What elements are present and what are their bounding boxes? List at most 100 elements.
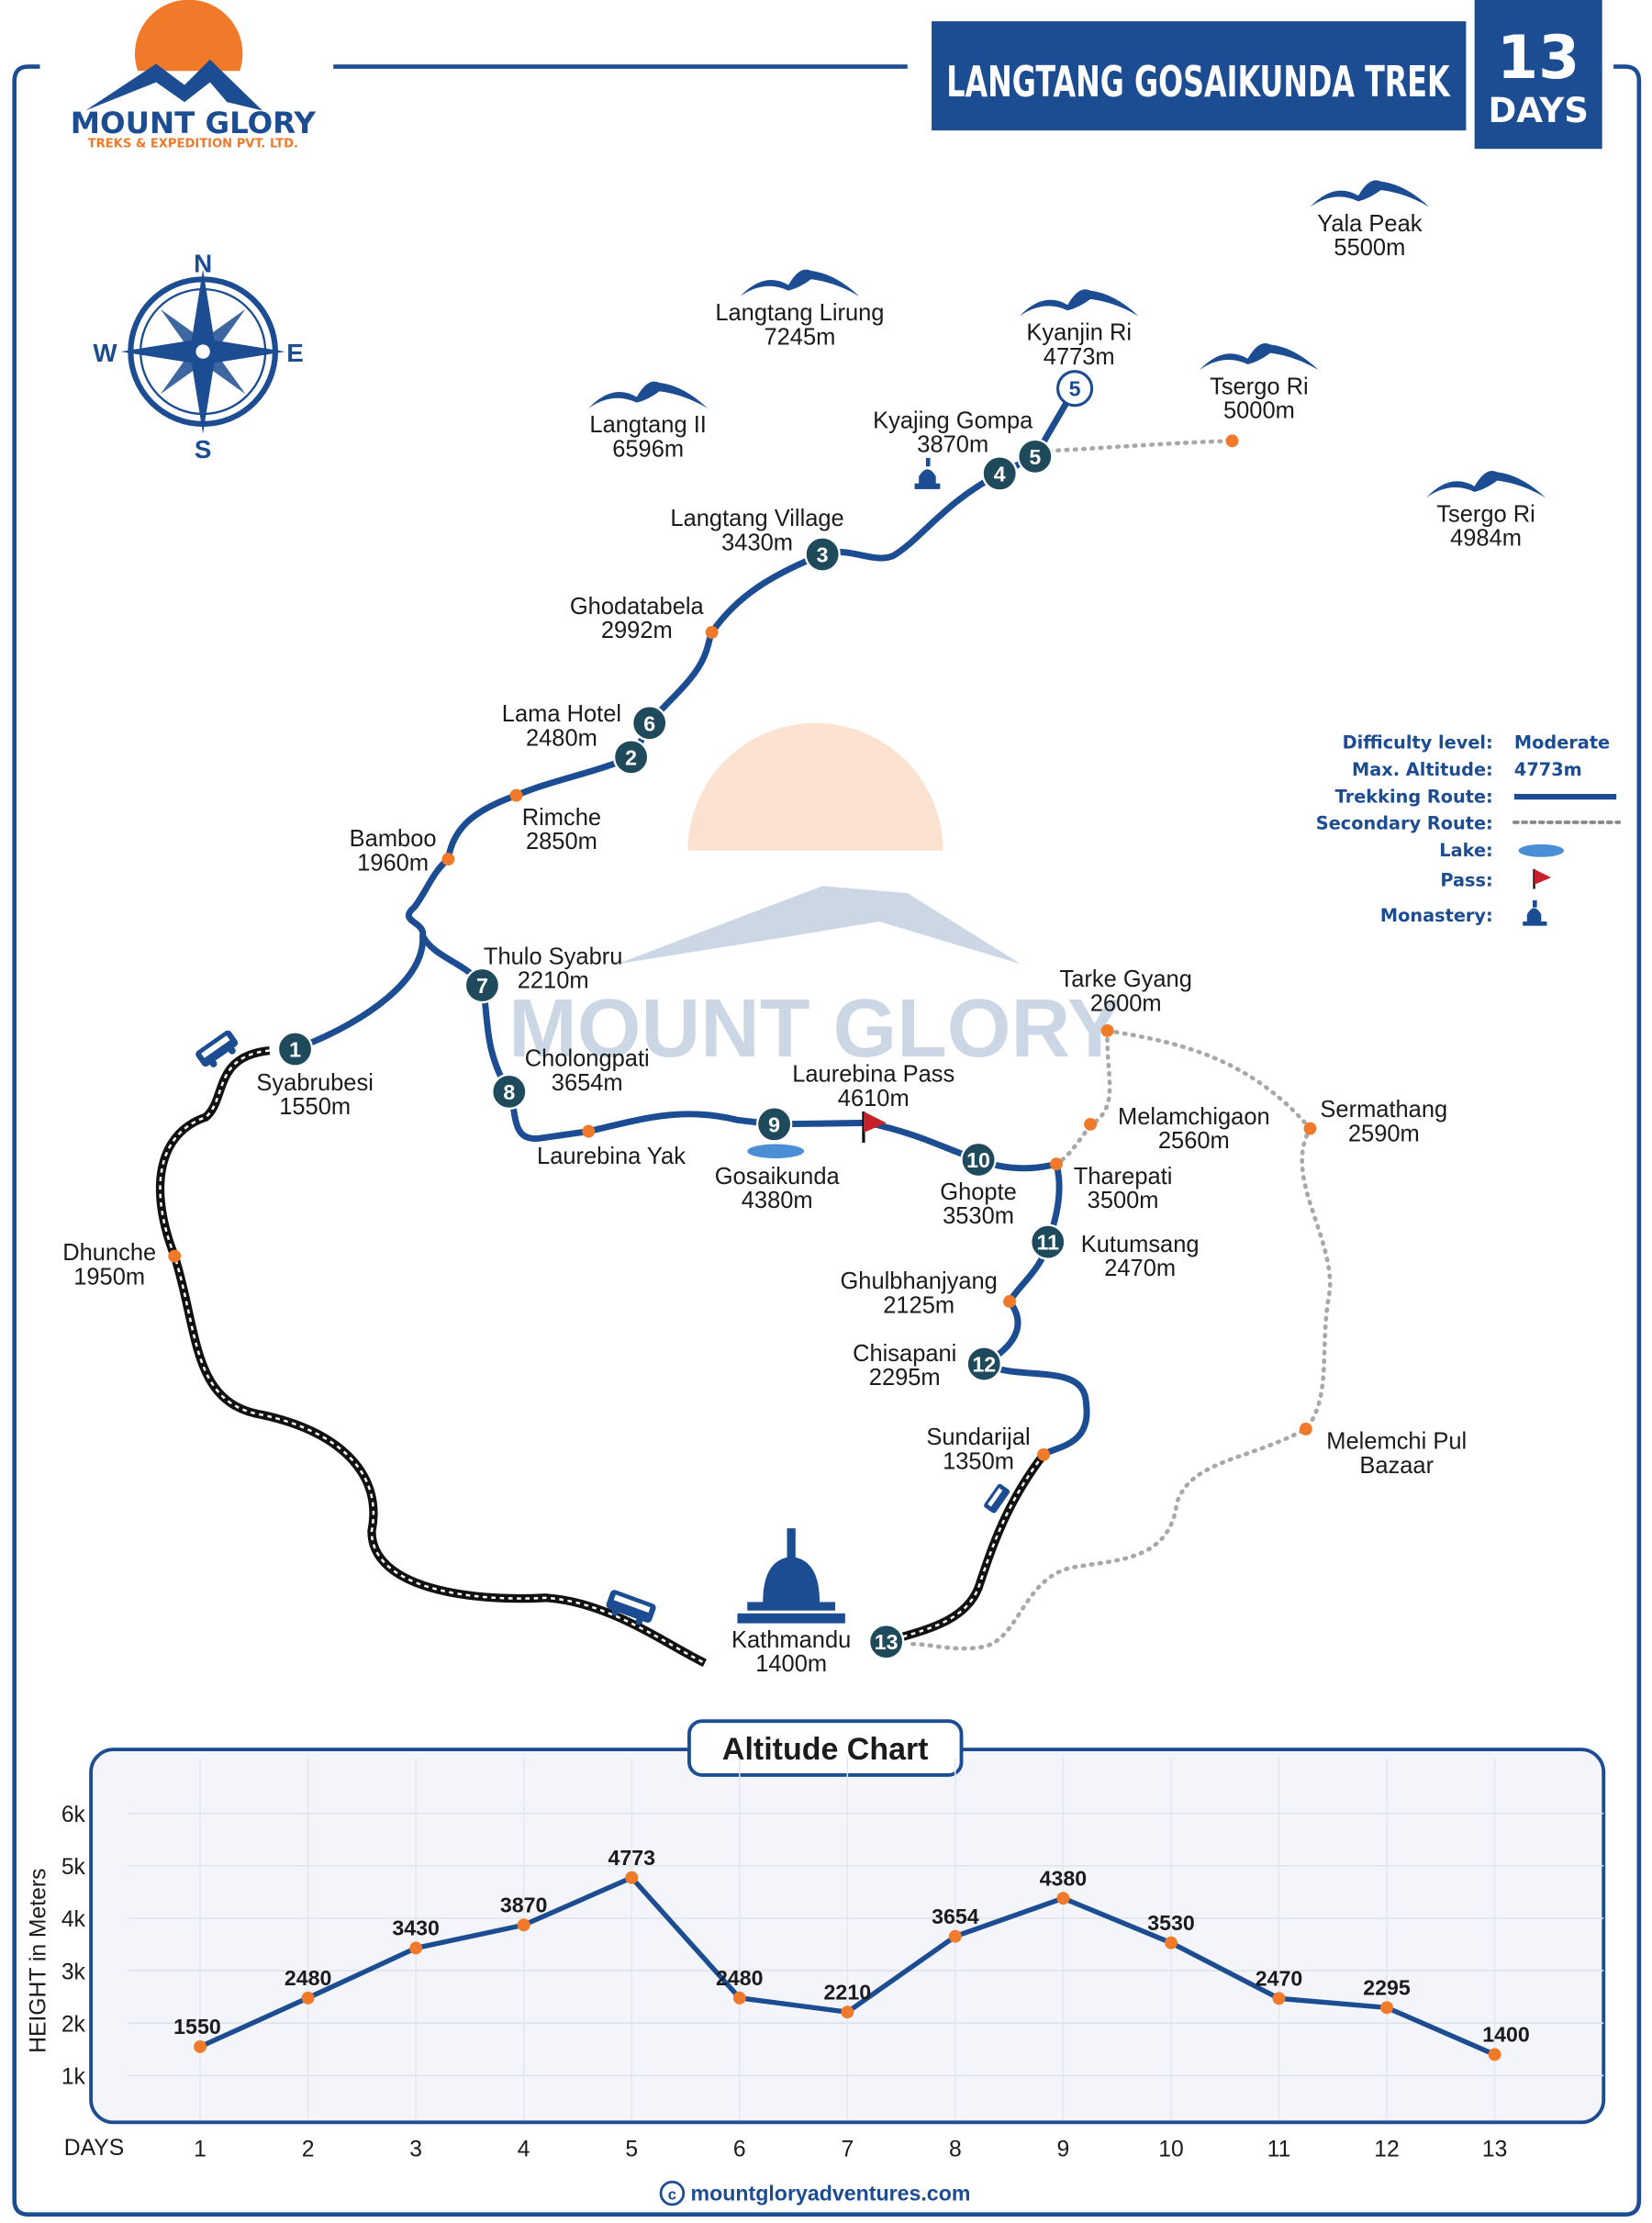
day-marker-number: 6 [643,711,655,735]
x-tick-label: 12 [1374,2137,1399,2162]
day-marker[interactable]: 4 [981,455,1018,492]
place-altitude: Bazaar [1359,1453,1434,1479]
y-tick-label: 1k [61,2065,86,2090]
day-marker-number: 11 [1036,1231,1059,1255]
y-tick-label: 6k [61,1803,86,1827]
mountain-icon [740,269,860,296]
data-point [409,1941,423,1955]
frame-border [12,64,1642,2217]
day-marker-number: 5 [1029,445,1041,469]
day-marker[interactable]: 3 [804,536,841,573]
place-altitude: 3430m [721,530,793,555]
trek-title: LANGTANG GOSAIKUNDA TREK [946,57,1451,106]
place-name: Dhunche [62,1240,156,1266]
brand-tagline: TREKS & EXPEDITION PVT. LTD. [88,138,298,151]
watermark-logo: MOUNT GLORY [508,722,1122,1074]
data-label: 3870 [500,1893,548,1916]
x-tick-label: 1 [194,2137,206,2162]
place-altitude: 2850m [526,829,597,855]
place-name: Bamboo [350,826,437,852]
day-marker[interactable]: 2 [612,739,650,776]
place-altitude: 3530m [943,1203,1014,1229]
x-tick-label: 9 [1057,2137,1070,2162]
mountain-icon [1019,289,1139,317]
place-name: Chisapani [853,1341,956,1367]
data-point [948,1929,962,1943]
place-name: Ghulbhanjyang [841,1268,998,1294]
waypoint-dot [705,625,719,639]
x-tick-label: 3 [409,2137,422,2162]
day-marker[interactable]: 12 [966,1346,1002,1382]
place-name: Ghodatabela [570,594,705,620]
day-marker-number: 2 [625,745,637,769]
data-point [732,1991,746,2005]
day-marker[interactable]: 5 [1017,438,1054,475]
pass-flag-icon [862,1112,887,1143]
waypoint-dot [1003,1295,1016,1308]
day-marker[interactable]: 13 [867,1624,905,1660]
mountain-icon [1310,180,1430,207]
monastery-icon [1523,899,1547,926]
day-marker[interactable]: 11 [1030,1223,1066,1260]
mountain-name: Kyanjin Ri [1026,320,1132,346]
day-marker-number: 8 [503,1080,515,1104]
place-name: Sermathang [1320,1097,1447,1123]
day-marker-number: 3 [817,542,829,566]
place-altitude: 1400m [755,1651,827,1677]
day-marker-number: 9 [768,1112,780,1136]
day-marker[interactable]: 8 [491,1073,528,1111]
day-marker[interactable]: 6 [631,705,668,742]
mountain-name: Tsergo Ri [1210,374,1309,399]
y-tick-label: 2k [61,2012,86,2037]
place-altitude: 2590m [1348,1121,1420,1146]
place-name: Thulo Syabru [484,944,622,969]
place-name: Melamchigaon [1118,1104,1270,1130]
place-altitude: 2560m [1158,1128,1230,1154]
waypoint-dot [509,788,523,802]
legend-monastery: Monastery: [1380,905,1493,926]
x-tick-label: 6 [733,2137,746,2162]
days-number: 13 [1497,24,1579,93]
data-label: 2480 [716,1966,764,1990]
mountain-icon [1200,342,1319,371]
place-altitude: 2295m [869,1365,941,1391]
day-marker[interactable]: 5 [1056,370,1094,408]
x-tick-label: 4 [518,2137,530,2162]
mountain-name: Yala Peak [1317,211,1422,237]
mountain-name: Tsergo Ri [1436,501,1535,527]
waypoint-dot [1084,1117,1098,1131]
gosaikunda-lake-icon [747,1144,805,1158]
legend-max-alt-label: Max. Altitude: [1352,759,1493,780]
mountain-icon [1426,470,1546,498]
legend-max-alt-value: 4773m [1514,759,1582,780]
chart-ylabel: HEIGHT in Meters [27,1869,51,2053]
website-link[interactable]: mountgloryadventures.com [690,2181,970,2205]
road-route-dash [159,1049,706,1664]
mountain-altitude: 5000m [1223,398,1295,424]
place-name: Kathmandu [731,1627,851,1653]
day-marker[interactable]: 10 [960,1141,997,1179]
svg-text:MOUNT GLORY: MOUNT GLORY [508,982,1122,1074]
day-marker[interactable]: 1 [276,1031,314,1067]
data-point [625,1871,639,1884]
place-name: Syabrubesi [256,1070,373,1096]
place-altitude: 1960m [357,850,429,876]
day-marker[interactable]: 7 [463,966,501,1004]
x-tick-label: 8 [949,2137,962,2162]
place-name: Ghopte [940,1179,1017,1205]
day-marker[interactable]: 9 [755,1106,793,1143]
